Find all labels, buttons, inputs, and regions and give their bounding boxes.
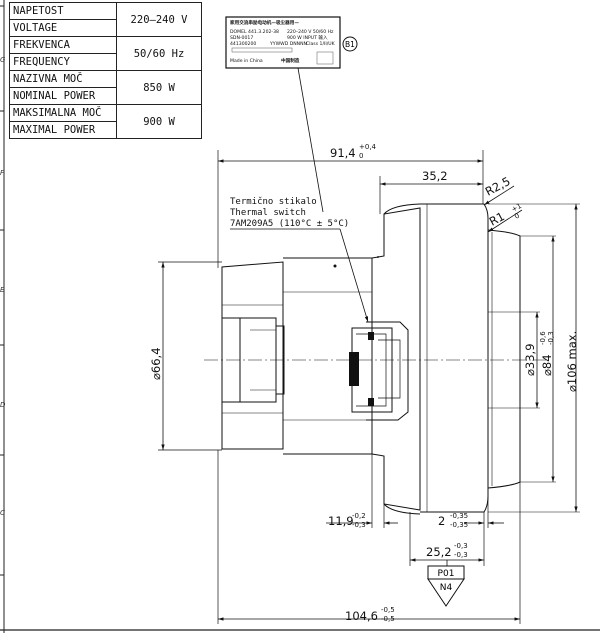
- dim-radius-large: R2,5: [483, 174, 515, 206]
- dim-flange-thick-value: 2: [438, 514, 445, 528]
- thermal-note-line2: Thermal switch: [230, 208, 306, 218]
- plate-header: 家用交流串励电动机—吸尘器用—: [230, 19, 299, 26]
- dim-flange-offset-lower: -0,3: [352, 521, 366, 529]
- plate-leader-dot: [333, 264, 337, 268]
- plate-line2-right: 900 W INPUT 输入: [287, 34, 328, 41]
- dim-housing-dia: ⌀66,4: [149, 261, 222, 451]
- plate-line1-left: DOMEL 441.3.202-38: [230, 29, 279, 35]
- dim-overall-top-upper: +0,4: [359, 143, 377, 151]
- zone-letter-e: E: [0, 286, 5, 294]
- dim-overall-top: 91,4 +0,4 0: [217, 143, 484, 268]
- zone-ticks: [0, 5, 4, 576]
- zone-letter-c: C: [0, 509, 5, 517]
- dim-inlet-dia-upper: -0,6: [539, 331, 547, 345]
- dim-overall-bottom-upper: -0,5: [381, 606, 395, 614]
- dim-hub-dia: ⌀33,9: [488, 311, 540, 409]
- datum-box-text: P01: [438, 569, 455, 579]
- balloon-b1-text: B1: [345, 40, 355, 49]
- dim-hub-dia-value: ⌀33,9: [523, 343, 537, 376]
- nominal-power-value: 850 W: [116, 70, 202, 105]
- dim-housing-dia-value: ⌀66,4: [149, 347, 163, 380]
- dim-overall-bottom-lower: -0,5: [381, 615, 395, 623]
- zone-letter-f: F: [0, 169, 5, 177]
- zone-letter-d: D: [0, 401, 6, 409]
- max-power-label-en: MAXIMAL POWER: [9, 121, 117, 139]
- dim-flange-thick: 2 -0,35 -0,35: [438, 496, 504, 529]
- plate-line3-left: 441300200: [230, 41, 256, 47]
- dim-overall-top-lower: 0: [359, 152, 363, 160]
- dim-radius-small: R1 +1 0: [487, 202, 523, 233]
- dim-flange-offset: 11,9 -0,2 -0,3: [326, 454, 398, 529]
- dim-inlet-dia: ⌀84 -0,6 -0,3: [520, 235, 556, 483]
- plate-made-in-cn: 中国制造: [281, 57, 300, 64]
- dim-overall-bottom-value: 104,6: [345, 609, 378, 623]
- plate-line1-right: 220–240 V 50/60 Hz: [287, 29, 334, 35]
- balloon-b1: B1: [342, 36, 358, 52]
- dim-outer-dia-value: ⌀106 max.: [565, 331, 579, 392]
- motor-body: [221, 203, 521, 515]
- label-plate: 家用交流串励电动机—吸尘器用— DOMEL 441.3.202-38 220–2…: [225, 16, 341, 69]
- terminal-bottom: [368, 398, 374, 406]
- dim-radius-small-value: R1: [487, 209, 507, 229]
- spec-table: NAPETOST 220–240 V VOLTAGE FREKVENCA 50/…: [9, 2, 202, 139]
- dim-flange-offset-upper: -0,2: [352, 512, 366, 520]
- dim-flange-thick-upper: -0,35: [450, 512, 468, 520]
- terminal-top: [368, 332, 374, 340]
- dim-ring-width: 25,2 -0,3 -0,3: [409, 512, 485, 566]
- dim-radius-large-value: R2,5: [483, 174, 513, 199]
- thermal-note-line1: Termično stikalo: [230, 196, 317, 207]
- nominal-power-label-en: NOMINAL POWER: [9, 87, 117, 105]
- brush-cap: [349, 352, 359, 386]
- frequency-value: 50/60 Hz: [116, 36, 202, 71]
- dim-ring-width-upper: -0,3: [454, 542, 468, 550]
- thermal-note-line3: 7AM209A5 (110°C ± 5°C): [230, 219, 349, 229]
- plate-line3-right: Class 1/II/UK: [306, 41, 336, 47]
- dim-fan-depth: 35,2: [379, 169, 483, 214]
- dim-radius-small-lower: 0: [513, 212, 521, 221]
- dim-overall-top-value: 91,4: [330, 146, 356, 160]
- dim-overall-bottom: 104,6 -0,5 -0,5: [217, 450, 521, 624]
- dim-flange-thick-lower: -0,35: [450, 521, 468, 529]
- plate-leader: [297, 67, 324, 213]
- dim-inlet-dia-value: ⌀84: [540, 354, 554, 376]
- dim-outer-dia: ⌀106 max.: [488, 203, 580, 513]
- dim-inlet-dia-lower: -0,3: [547, 331, 555, 345]
- zone-letter-g: G: [0, 56, 6, 64]
- dim-fan-depth-value: 35,2: [422, 169, 448, 183]
- plate-line3-mid: YYWWD DNNNN: [269, 41, 307, 47]
- nominal-power-label-si: NAZIVNA MOČ: [9, 70, 117, 88]
- thermal-leader: [339, 228, 369, 323]
- dim-radius-small-upper: +1: [510, 202, 523, 214]
- max-power-value: 900 W: [116, 104, 202, 139]
- plate-line2-left: SDN-0017: [230, 35, 253, 41]
- plate-made-in: Made in China: [230, 58, 263, 64]
- datum-marker: P01 N4: [427, 560, 465, 607]
- dim-flange-offset-value: 11,9: [328, 514, 354, 528]
- dim-ring-width-value: 25,2: [426, 545, 452, 559]
- datum-triangle-text: N4: [440, 583, 453, 593]
- dim-ring-width-lower: -0,3: [454, 551, 468, 559]
